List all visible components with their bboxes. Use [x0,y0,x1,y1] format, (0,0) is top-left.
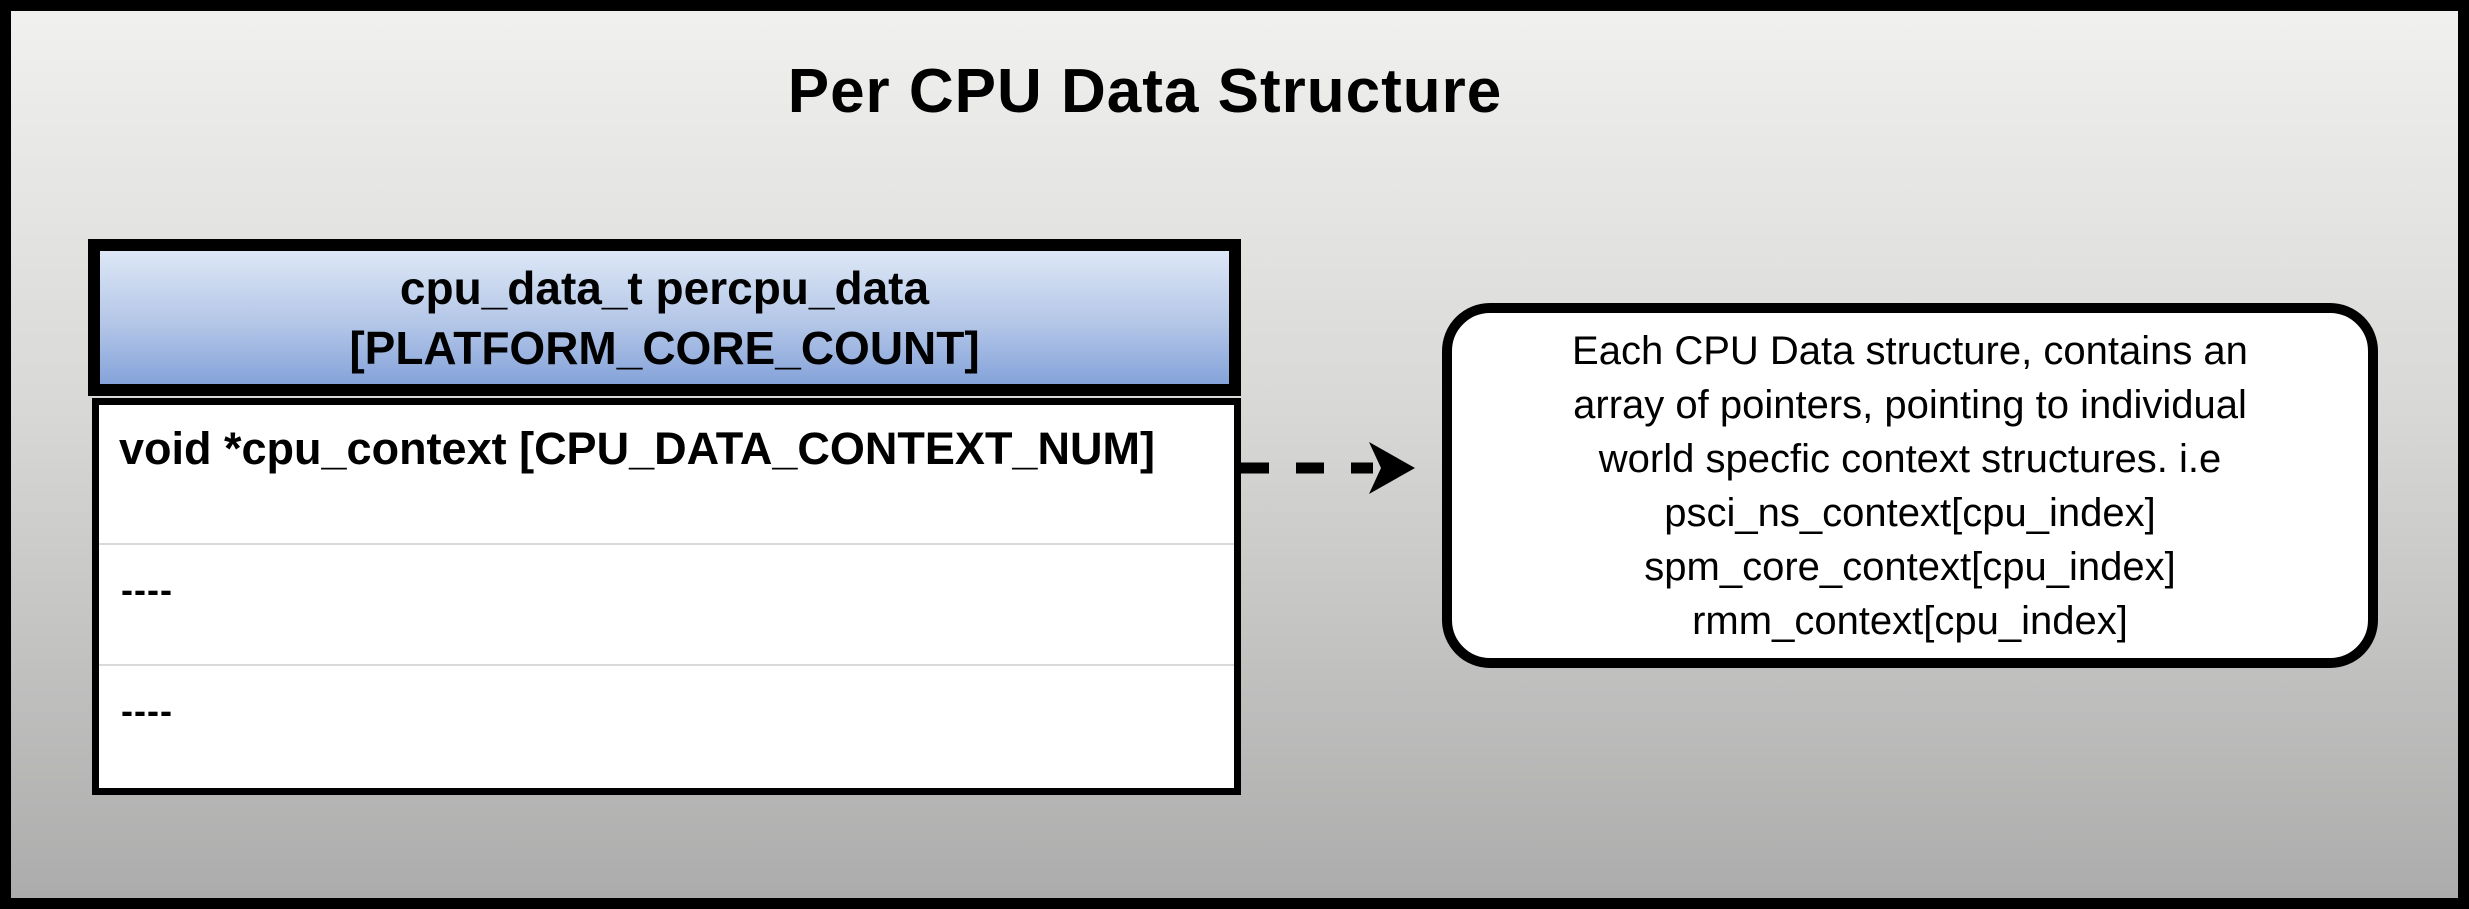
annotation-line-4: psci_ns_context[cpu_index] [1664,490,2156,535]
table-row-placeholder-1: ---- [99,543,1234,664]
diagram-title: Per CPU Data Structure [787,57,1503,126]
percpu-table-header: cpu_data_t percpu_data [PLATFORM_CORE_CO… [88,239,1241,396]
annotation-line-5: spm_core_context[cpu_index] [1644,544,2176,589]
annotation-line-1: Each CPU Data structure, contains an [1572,328,2248,373]
table-header-line1: cpu_data_t percpu_data [399,261,930,314]
percpu-table-body: void *cpu_context [CPU_DATA_CONTEXT_NUM]… [92,398,1241,795]
dashed-arrow-icon [1241,442,1415,494]
table-row-placeholder-2: ---- [99,664,1234,786]
annotation-line-3: world specfic context structures. i.e [1598,436,2222,481]
annotation-box: Each CPU Data structure, contains an arr… [1442,303,2378,668]
annotation-line-6: rmm_context[cpu_index] [1692,598,2128,643]
table-row-cpu-context: void *cpu_context [CPU_DATA_CONTEXT_NUM] [119,423,1155,474]
annotation-line-2: array of pointers, pointing to individua… [1573,382,2247,427]
table-header-line2: [PLATFORM_CORE_COUNT] [349,321,980,374]
